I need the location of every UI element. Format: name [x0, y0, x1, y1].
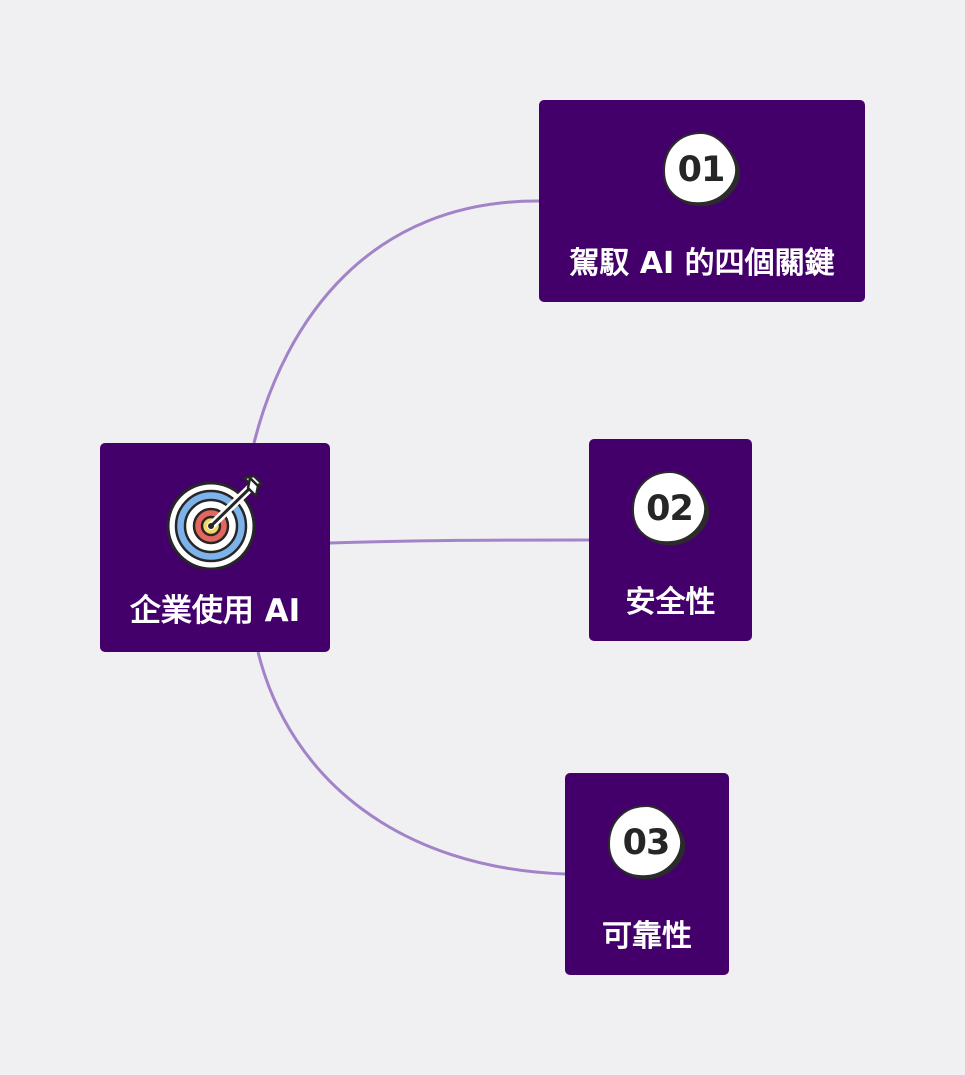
branch-card-03[interactable]: 03 可靠性: [565, 773, 729, 975]
branch-label: 駕馭 AI 的四個關鍵: [569, 246, 835, 281]
badge-number: 03: [622, 823, 671, 863]
badge-number: 02: [646, 489, 694, 529]
center-topic-label: 企業使用 AI: [129, 593, 301, 629]
branch-card-02[interactable]: 02 安全性: [589, 439, 752, 641]
branch-card-01[interactable]: 01 駕馭 AI 的四個關鍵: [539, 100, 865, 302]
connector-to-card-2: [329, 538, 590, 545]
number-badge: 03: [607, 803, 687, 883]
number-badge: 01: [662, 130, 742, 210]
badge-number: 01: [677, 150, 726, 190]
center-topic-card[interactable]: 企業使用 AI: [100, 443, 330, 652]
target-dart-icon: [166, 474, 266, 571]
branch-label: 安全性: [625, 585, 716, 620]
number-badge: 02: [631, 469, 711, 549]
branch-label: 可靠性: [602, 919, 692, 954]
connector-to-card-1: [252, 199, 540, 444]
connector-to-card-3: [256, 651, 566, 876]
